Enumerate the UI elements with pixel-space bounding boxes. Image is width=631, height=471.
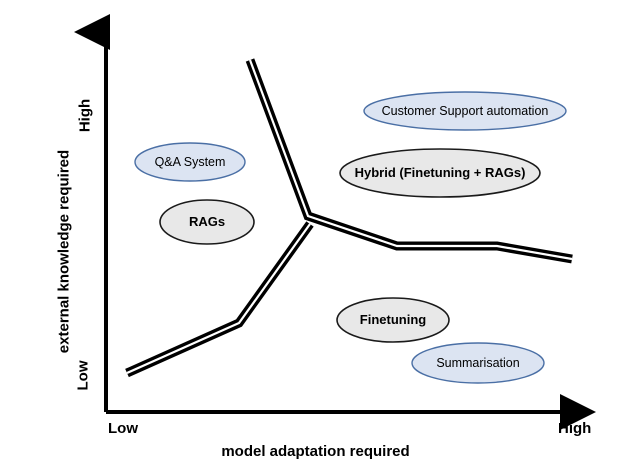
node-ellipse-hybrid-finetuning-rags[interactable] (339, 148, 541, 198)
x-axis-title: model adaptation required (221, 443, 410, 460)
node-ellipse-rags[interactable] (159, 199, 255, 245)
node-ellipse-summarisation[interactable] (411, 342, 545, 384)
y-axis-high-label: High (76, 98, 94, 133)
node-ellipse-finetuning[interactable] (336, 297, 450, 343)
adaptation-trend-line (125, 221, 314, 378)
node-ellipse-customer-support-automation[interactable] (363, 91, 567, 131)
x-axis-high-label: High (558, 420, 592, 437)
y-axis-title: external knowledge required (55, 149, 73, 354)
node-ellipse-qa-system[interactable] (134, 142, 246, 182)
x-axis-low-label: Low (108, 420, 138, 437)
knowledge-trend-line (245, 58, 573, 264)
y-axis-low-label: Low (74, 360, 92, 391)
